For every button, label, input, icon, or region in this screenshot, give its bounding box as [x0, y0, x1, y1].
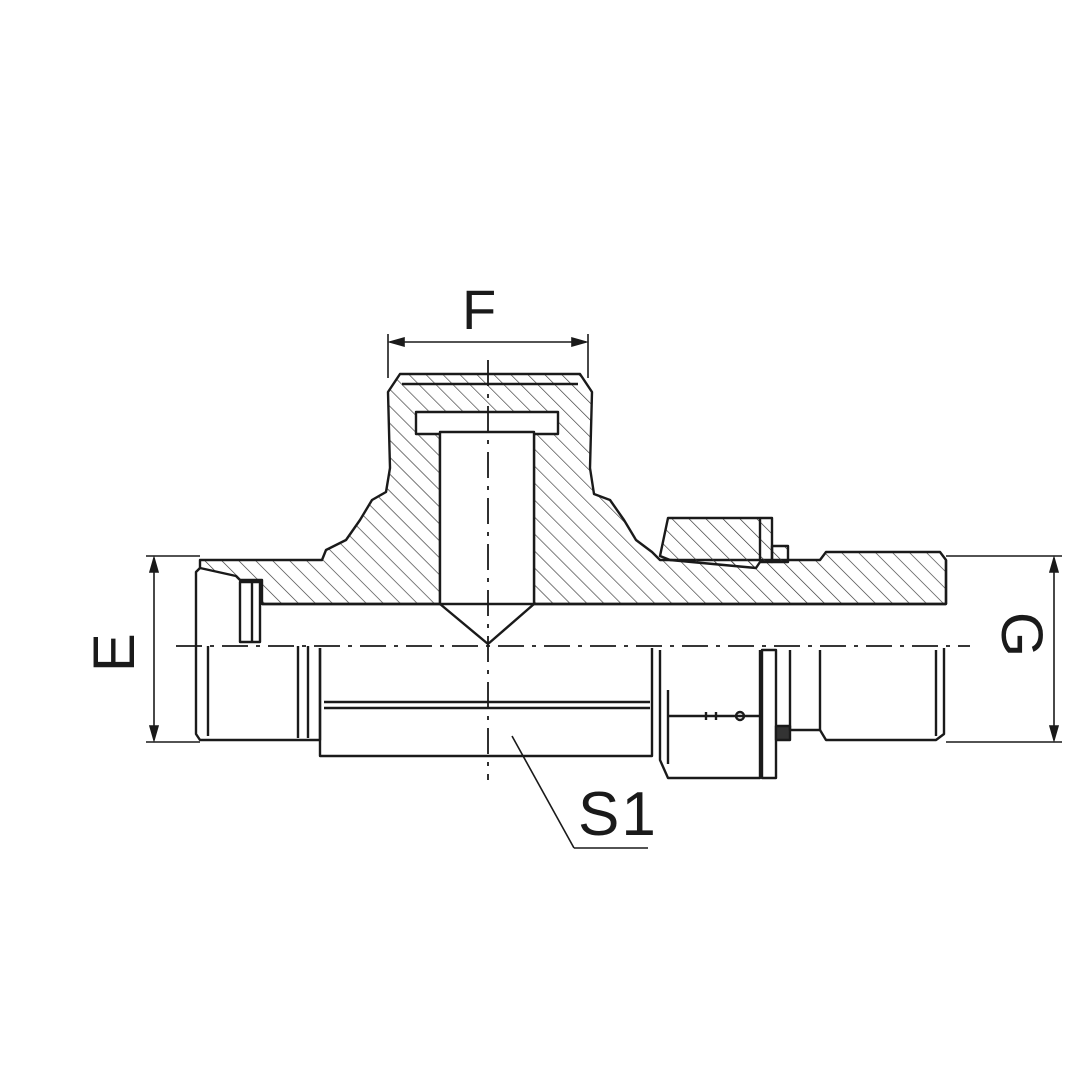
dimension-label-e: E: [82, 633, 147, 672]
s1-leader: [511, 735, 575, 849]
lock-nut-section: [658, 516, 774, 570]
left-oring-groove: [238, 580, 262, 644]
lock-nut-lower: [658, 650, 762, 780]
right-thread-end: [788, 648, 946, 742]
upper-port-seat: [414, 410, 560, 436]
body-section-hatched: [198, 372, 948, 606]
dimension-label-g: G: [989, 612, 1054, 658]
seal-washer: [760, 648, 778, 780]
dimension-label-f: F: [462, 278, 497, 341]
body-hex-lower: [318, 648, 654, 758]
vertical-bore: [438, 430, 536, 646]
dimension-label-s1: S1: [578, 780, 658, 849]
